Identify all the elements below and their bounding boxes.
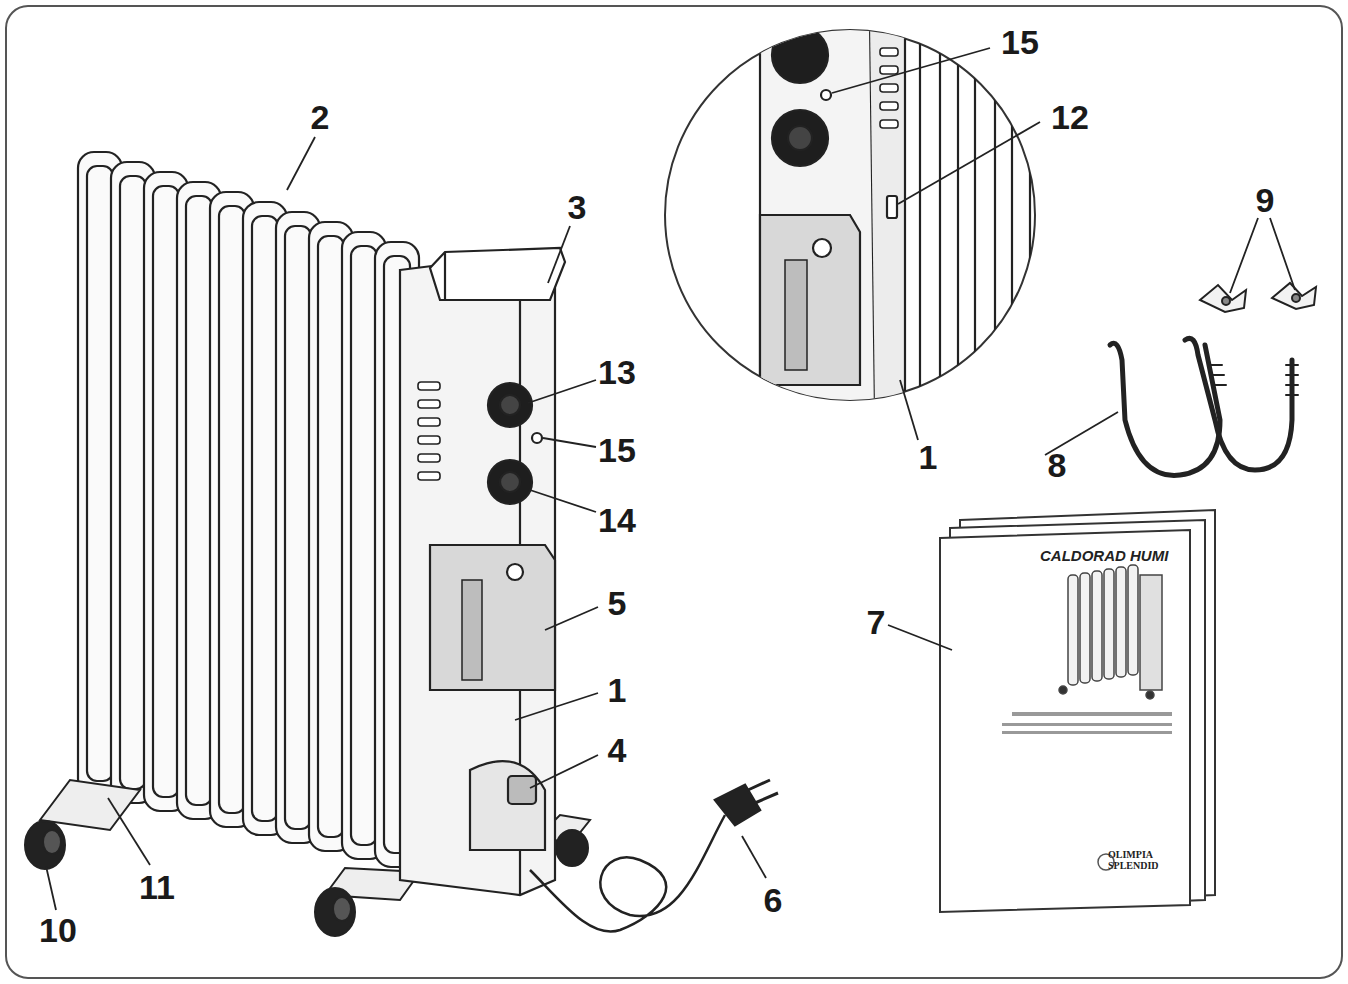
callout-number: 14 — [598, 503, 636, 537]
callout-number: 5 — [608, 586, 627, 620]
callout-number: 15 — [1001, 25, 1039, 59]
manual-cover: CALDORAD HUMI OLIMPIA SPLENDID — [940, 530, 1190, 910]
callout-number: 4 — [608, 733, 627, 767]
manual-title: CALDORAD HUMI — [1040, 548, 1168, 564]
callout-number: 15 — [598, 433, 636, 467]
control-panel — [400, 248, 565, 895]
instruction-manual — [940, 510, 1215, 912]
u-bolts — [1110, 338, 1298, 475]
callout-number: 7 — [867, 605, 886, 639]
callout-number: 6 — [764, 883, 783, 917]
frame — [6, 6, 1342, 978]
callout-number: 12 — [1051, 100, 1089, 134]
callout-number: 3 — [568, 190, 587, 224]
callout-number: 1 — [608, 673, 627, 707]
callout-number: 1 — [919, 440, 938, 474]
inset-view — [665, 20, 1035, 410]
power-cord — [530, 780, 778, 932]
callout-number: 9 — [1256, 183, 1275, 217]
callout-number: 8 — [1048, 448, 1067, 482]
callout-number: 10 — [39, 913, 77, 947]
radiator-fins — [78, 152, 419, 867]
callout-number: 2 — [311, 100, 330, 134]
brand-logo: OLIMPIA SPLENDID — [1108, 850, 1164, 871]
leader-lines — [46, 48, 1295, 910]
wing-nuts — [1200, 283, 1316, 312]
callout-number: 11 — [139, 870, 175, 904]
callout-number: 13 — [598, 355, 636, 389]
